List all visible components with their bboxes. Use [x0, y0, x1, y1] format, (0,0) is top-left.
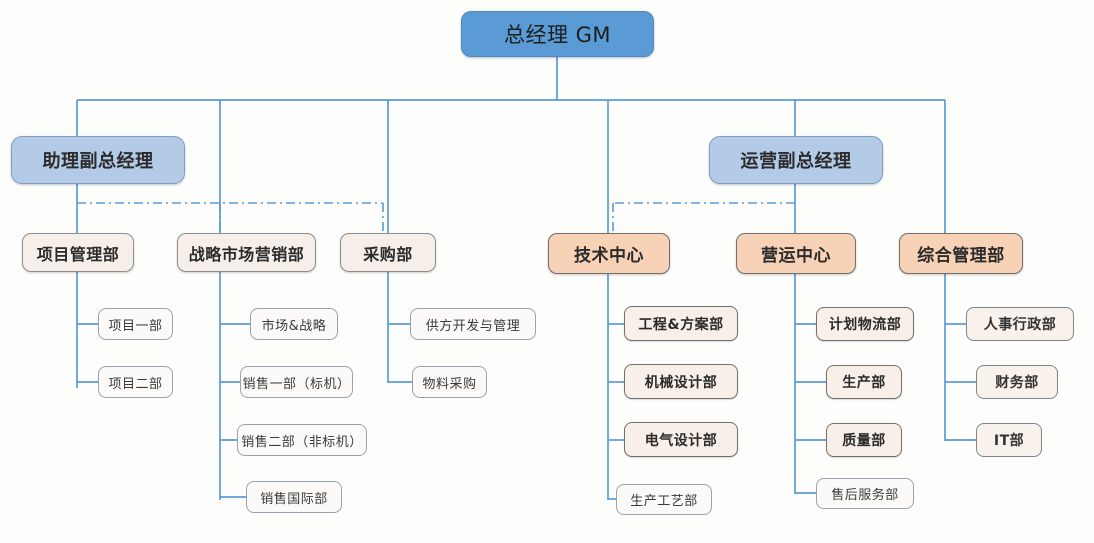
node-project-management-dept[interactable]: 项目管理部: [22, 233, 134, 272]
leaf-production-process-dept[interactable]: 生产工艺部: [616, 484, 712, 515]
leaf-planning-logistics-dept-label: 计划物流部: [828, 317, 902, 333]
node-assistant-vice-gm-label: 助理副总经理: [42, 151, 154, 172]
node-project-management-dept-label: 项目管理部: [36, 244, 120, 264]
leaf-hr-administration-dept-label: 人事行政部: [983, 317, 1057, 333]
leaf-project-team-1[interactable]: 项目一部: [98, 308, 173, 340]
leaf-after-sales-service-dept[interactable]: 售后服务部: [816, 478, 914, 509]
node-technology-center-label: 技术中心: [574, 246, 644, 266]
leaf-supplier-development[interactable]: 供方开发与管理: [410, 308, 536, 340]
node-assistant-vice-gm[interactable]: 助理副总经理: [11, 136, 185, 184]
node-general-administration-dept[interactable]: 综合管理部: [899, 233, 1023, 274]
leaf-sales-dept-1-standard[interactable]: 销售一部（标机）: [240, 366, 353, 398]
leaf-quality-dept[interactable]: 质量部: [826, 423, 902, 457]
node-operations-center[interactable]: 营运中心: [736, 233, 856, 274]
node-strategic-marketing-dept[interactable]: 战略市场营销部: [177, 233, 316, 272]
leaf-engineering-solution-dept-label: 工程&方案部: [638, 316, 724, 333]
node-purchasing-dept-label: 采购部: [363, 244, 413, 264]
leaf-finance-dept-label: 财务部: [995, 375, 1039, 391]
node-technology-center[interactable]: 技术中心: [548, 233, 670, 274]
node-operations-center-label: 营运中心: [761, 246, 831, 266]
leaf-sales-dept-2-nonstandard[interactable]: 销售二部（非标机）: [237, 424, 367, 456]
leaf-project-team-2[interactable]: 项目二部: [98, 366, 173, 398]
leaf-electrical-design-dept[interactable]: 电气设计部: [624, 422, 738, 457]
node-general-administration-dept-label: 综合管理部: [917, 246, 1005, 266]
leaf-quality-dept-label: 质量部: [842, 433, 886, 449]
leaf-market-strategy-label: 市场&战略: [261, 318, 327, 334]
leaf-electrical-design-dept-label: 电气设计部: [644, 432, 718, 449]
node-operations-vice-gm[interactable]: 运营副总经理: [709, 136, 883, 184]
leaf-hr-administration-dept[interactable]: 人事行政部: [966, 307, 1074, 341]
leaf-production-dept[interactable]: 生产部: [826, 365, 902, 399]
leaf-production-dept-label: 生产部: [842, 375, 886, 391]
leaf-international-sales[interactable]: 销售国际部: [246, 481, 342, 513]
leaf-international-sales-label: 销售国际部: [260, 491, 328, 507]
leaf-project-team-1-label: 项目一部: [108, 318, 163, 334]
node-purchasing-dept[interactable]: 采购部: [340, 233, 436, 272]
leaf-finance-dept[interactable]: 财务部: [976, 365, 1058, 399]
leaf-engineering-solution-dept[interactable]: 工程&方案部: [624, 306, 738, 341]
leaf-material-purchasing-label: 物料采购: [422, 376, 477, 392]
leaf-market-strategy[interactable]: 市场&战略: [250, 308, 338, 340]
node-general-manager-label: 总经理 GM: [503, 23, 612, 47]
leaf-planning-logistics-dept[interactable]: 计划物流部: [816, 307, 914, 341]
leaf-after-sales-service-dept-label: 售后服务部: [831, 488, 899, 503]
leaf-production-process-dept-label: 生产工艺部: [630, 494, 698, 509]
leaf-supplier-development-label: 供方开发与管理: [425, 318, 521, 334]
leaf-material-purchasing[interactable]: 物料采购: [412, 366, 487, 398]
leaf-project-team-2-label: 项目二部: [108, 376, 163, 392]
node-operations-vice-gm-label: 运营副总经理: [740, 151, 852, 172]
leaf-sales-dept-2-nonstandard-label: 销售二部（非标机）: [241, 434, 363, 450]
node-general-manager[interactable]: 总经理 GM: [461, 11, 654, 57]
leaf-mechanical-design-dept-label: 机械设计部: [644, 374, 718, 391]
leaf-mechanical-design-dept[interactable]: 机械设计部: [624, 364, 738, 399]
leaf-it-dept[interactable]: IT部: [976, 423, 1042, 457]
leaf-sales-dept-1-standard-label: 销售一部（标机）: [242, 376, 351, 392]
node-strategic-marketing-dept-label: 战略市场营销部: [188, 244, 305, 264]
leaf-it-dept-label: IT部: [993, 433, 1025, 449]
